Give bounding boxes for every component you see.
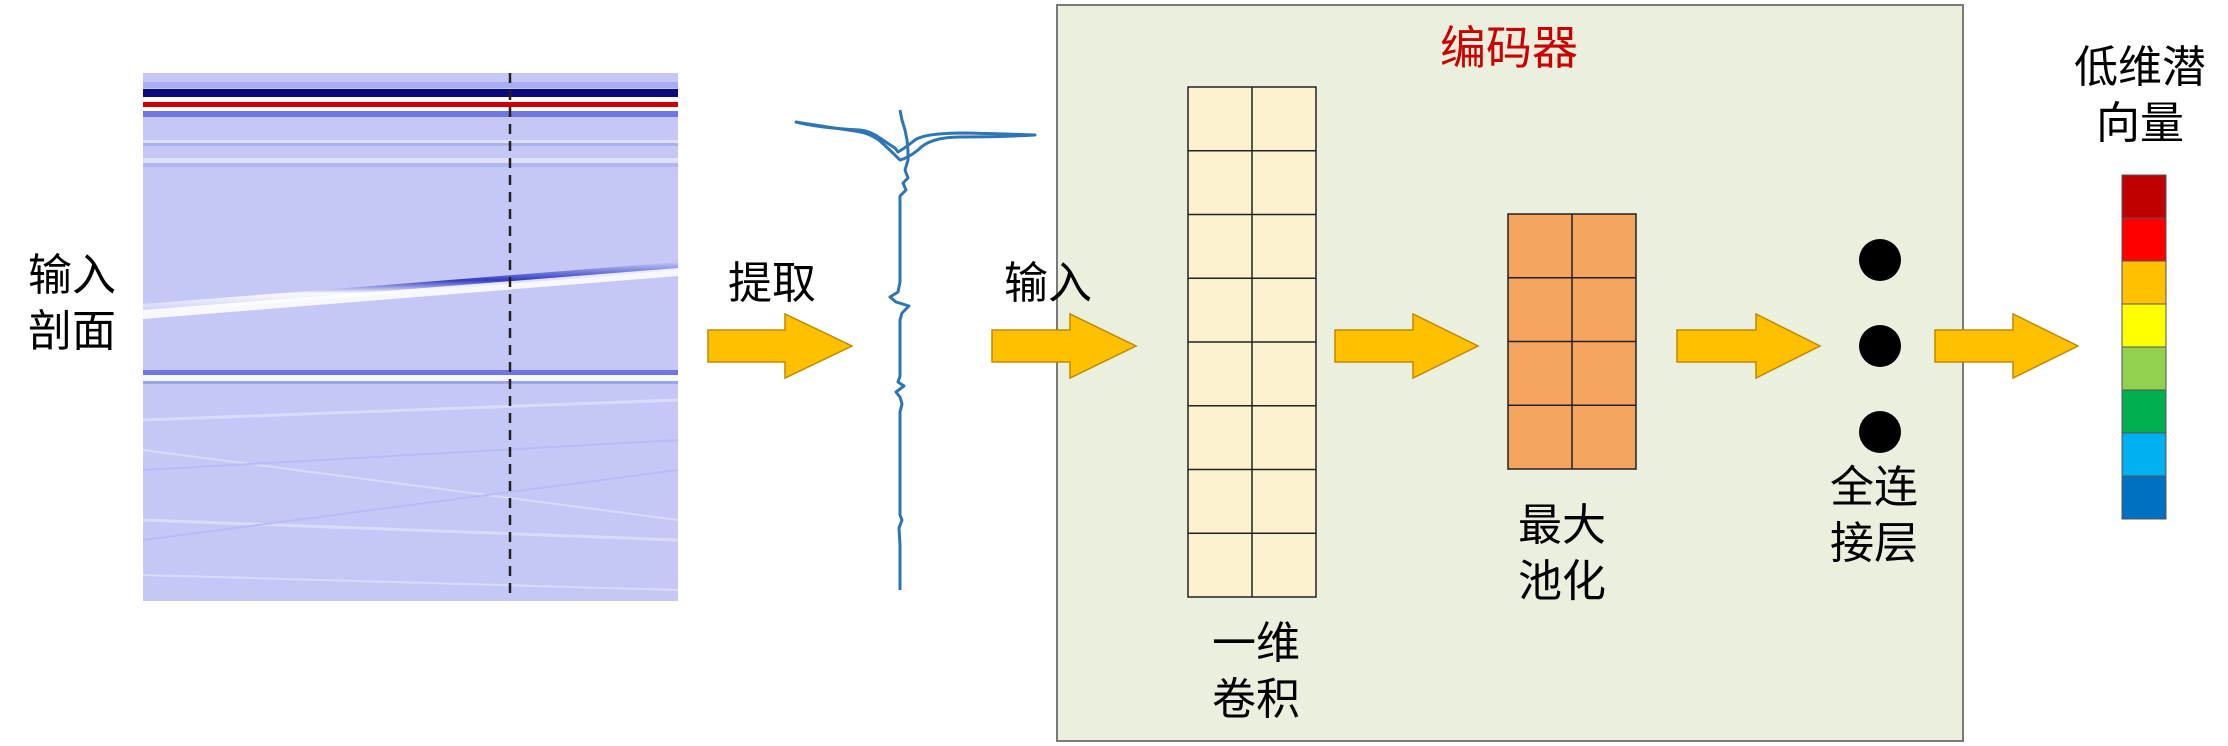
maxpool-grid — [1507, 213, 1637, 470]
conv1d-label-line2: 卷积 — [1212, 674, 1300, 725]
input-label: 输入 — [1004, 258, 1092, 309]
latent-vector — [2121, 174, 2167, 520]
fc-label-line2: 接层 — [1830, 518, 1918, 569]
seismic-section — [142, 73, 679, 601]
encoder-title: 编码器 — [1440, 21, 1578, 75]
extract-label: 提取 — [728, 258, 816, 309]
maxpool-label-line2: 池化 — [1518, 556, 1606, 607]
trace-waveform — [888, 109, 911, 590]
latent-label-line1: 低维潜 — [2074, 42, 2206, 93]
latent-label-line2: 向量 — [2096, 98, 2184, 149]
arrow-pool-to-fc — [1676, 312, 1822, 380]
arrow-fc-to-latent — [1934, 312, 2080, 380]
fc-dots — [1859, 239, 1901, 453]
arrow-conv-to-pool — [1334, 312, 1480, 380]
maxpool-label-line1: 最大 — [1518, 500, 1606, 551]
conv1d-grid — [1187, 86, 1317, 598]
input-profile-label-line1: 输入 — [28, 250, 116, 301]
arrow-input — [991, 312, 1138, 380]
fc-label-line1: 全连 — [1830, 462, 1918, 513]
input-profile-label-line2: 剖面 — [28, 306, 116, 357]
conv1d-label-line1: 一维 — [1212, 618, 1300, 669]
arrow-extract — [707, 312, 854, 380]
